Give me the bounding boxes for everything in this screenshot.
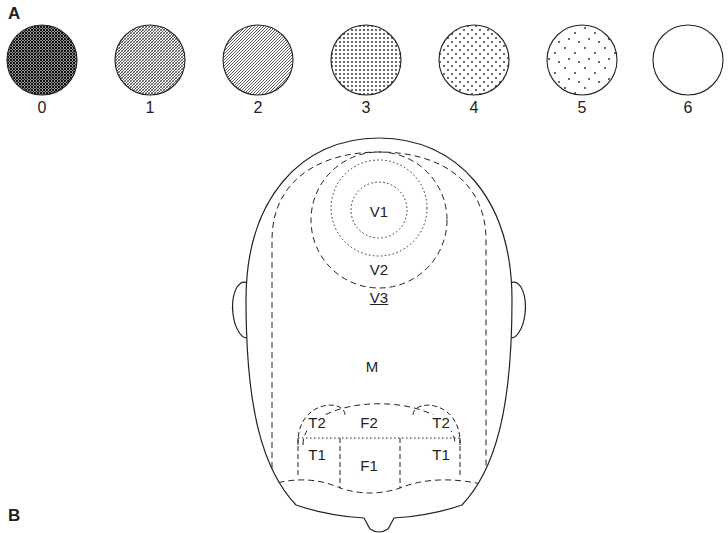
region-label: F2	[358, 415, 380, 431]
shade-circle: 2	[218, 24, 298, 117]
circle-shape	[218, 24, 298, 96]
v1-line	[351, 182, 407, 238]
v2-line	[331, 160, 427, 256]
shade-circle: 1	[110, 24, 190, 117]
shade-number: 5	[542, 99, 622, 117]
shade-circle: 6	[648, 24, 728, 117]
f1-left-line	[340, 438, 341, 488]
circle-outline	[7, 25, 77, 95]
shade-circle: 4	[434, 24, 514, 117]
region-label: M	[364, 359, 381, 375]
panel-letter: A	[8, 6, 20, 22]
t2-right-line	[413, 405, 460, 445]
circle-outline	[547, 25, 617, 95]
region-label: V3	[368, 290, 390, 306]
shade-number: 4	[434, 99, 514, 117]
circle-shape	[434, 24, 514, 96]
region-label: V2	[368, 262, 390, 278]
shade-number: 3	[326, 99, 406, 117]
region-label: T1	[430, 447, 452, 463]
shade-circle: 3	[326, 24, 406, 117]
circle-shape	[648, 24, 728, 96]
shade-circle: 5	[542, 24, 622, 117]
temporal-divider	[298, 438, 460, 439]
head-outline	[246, 138, 512, 532]
shade-number: 1	[110, 99, 190, 117]
v3-line	[311, 152, 447, 288]
circle-shape	[542, 24, 622, 96]
shade-number: 0	[2, 99, 82, 117]
t1-right-line	[460, 438, 461, 478]
outer-region-line	[272, 152, 486, 478]
circle-outline	[223, 25, 293, 95]
circle-shape	[110, 24, 190, 96]
circle-shape	[2, 24, 82, 96]
f2-line	[303, 404, 455, 445]
panel-letter: B	[8, 508, 20, 524]
circle-outline	[331, 25, 401, 95]
circle-outline	[439, 25, 509, 95]
t2-left-line	[298, 405, 345, 445]
shade-number: 6	[648, 99, 728, 117]
circle-outline	[653, 25, 723, 95]
shade-circle: 0	[2, 24, 82, 117]
bottom-region-line	[250, 480, 510, 493]
circle-outline	[115, 25, 185, 95]
f1-right-line	[400, 438, 401, 488]
circle-shape	[326, 24, 406, 96]
region-label: F1	[358, 458, 380, 474]
region-label: V1	[368, 204, 390, 220]
t1-left-line	[298, 438, 299, 478]
region-label: T2	[430, 415, 452, 431]
shade-number: 2	[218, 99, 298, 117]
region-label: T1	[306, 447, 328, 463]
region-label: T2	[306, 415, 328, 431]
